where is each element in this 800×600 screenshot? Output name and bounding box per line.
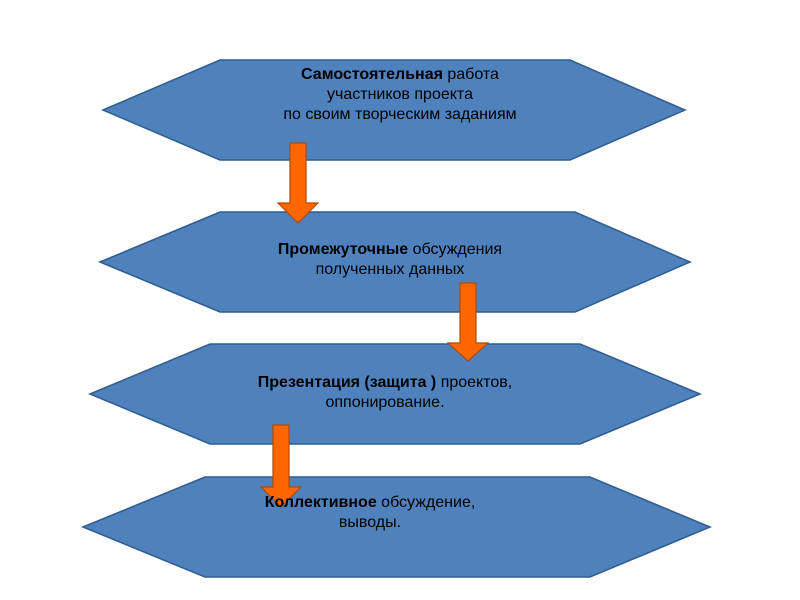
step-3-line1-rest: проектов, — [436, 374, 513, 391]
arrow-down-icon — [276, 142, 320, 224]
step-2-line2: полученных данных — [315, 261, 465, 278]
step-2-line1-rest: обсуждения — [408, 241, 503, 258]
step-1-bold: Самостоятельная — [301, 66, 443, 83]
step-3-label: Презентация (защита ) проектов, оппониро… — [185, 373, 585, 413]
step-1-line2: участников проекта — [327, 86, 473, 103]
step-2-bold: Промежуточные — [277, 241, 409, 258]
step-4-bold: Коллективное — [264, 494, 377, 511]
step-1-line3: по своим творческим заданиям — [283, 106, 517, 123]
step-1-hexagon — [101, 59, 687, 161]
step-4-line2: выводы. — [338, 514, 402, 531]
step-1-label: Самостоятельная работа участников проект… — [200, 65, 600, 125]
arrow-down-icon — [259, 424, 303, 508]
step-3-bold: Презентация (защита ) — [257, 374, 437, 391]
step-3-hexagon — [88, 343, 702, 445]
step-2-label: Промежуточные обсуждения полученных данн… — [190, 240, 590, 280]
arrow-down-icon — [446, 282, 490, 362]
step-4-line1-rest: обсуждение, — [376, 494, 476, 511]
step-4-label: Коллективное обсуждение, выводы. — [170, 493, 570, 533]
step-1-line1-rest: работа — [442, 66, 499, 83]
step-3-line2: оппонирование. — [325, 394, 445, 411]
step-2-hexagon — [98, 211, 692, 313]
step-4-hexagon — [81, 476, 712, 578]
